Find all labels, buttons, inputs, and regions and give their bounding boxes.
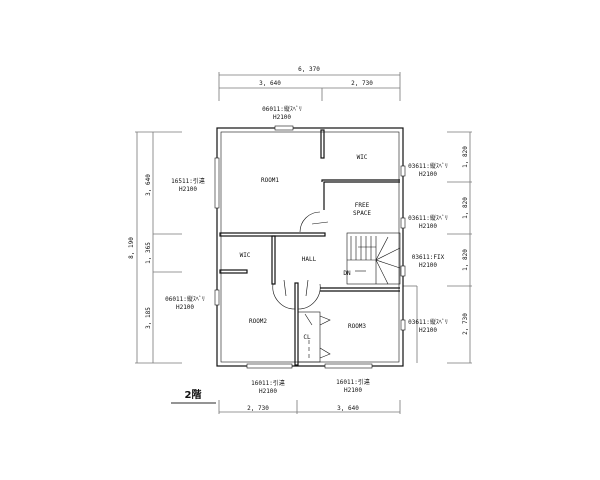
dim-top-total: 6, 370 [298, 66, 320, 73]
window-left-lower-label: 06011:縦ｽﾍﾞﾘ [165, 295, 205, 303]
dim-left-top: 3, 640 [145, 174, 152, 196]
window-right-1-height: H2100 [419, 171, 437, 178]
closet-label: CL [303, 334, 311, 341]
bottom-dimensions: 2, 730 3, 640 [218, 400, 401, 414]
window-bottom-left-height: H2100 [259, 388, 277, 395]
window-bottom-right-label: 16011:引違 [336, 378, 370, 386]
dim-right-2: 1, 820 [462, 197, 469, 219]
dim-bottom-left: 2, 730 [247, 405, 269, 412]
walls [216, 127, 404, 367]
window-right-2-height: H2100 [419, 223, 437, 230]
window-left-upper-label: 16511:引違 [171, 177, 205, 185]
dim-top-right: 2, 730 [351, 80, 373, 87]
dim-left-bottom: 3, 185 [145, 307, 152, 329]
floor-label: 2階 [185, 388, 202, 401]
wic1-label: WIC [357, 154, 368, 161]
left-dimensions: 8, 190 3, 640 1, 365 3, 185 [128, 131, 182, 364]
right-dimensions: 1, 820 1, 820 1, 820 2, 730 [403, 131, 472, 364]
window-bottom-right-height: H2100 [344, 387, 362, 394]
dim-right-3: 1, 820 [462, 249, 469, 271]
room2-label: ROOM2 [249, 318, 267, 325]
window-labels: 06011:縦ｽﾍﾞﾘ H2100 16511:引違 H2100 06011:縦… [165, 105, 448, 395]
window-left-lower-height: H2100 [176, 304, 194, 311]
window-left-upper-height: H2100 [179, 186, 197, 193]
hall-label: HALL [302, 256, 317, 263]
window-top-height: H2100 [273, 114, 291, 121]
stairs [347, 236, 401, 285]
dim-top-left: 3, 640 [259, 80, 281, 87]
window-right-1-label: 03611:縦ｽﾍﾞﾘ [408, 162, 448, 170]
windows [214, 125, 406, 369]
window-bottom-left-label: 16011:引違 [251, 379, 285, 387]
wic2-label: WIC [240, 252, 251, 259]
free-space-label-1: FREE [355, 202, 370, 209]
window-right-4-label: 03611:縦ｽﾍﾞﾘ [408, 318, 448, 326]
dim-left-mid: 1, 365 [145, 242, 152, 264]
top-dimensions: 6, 370 3, 640 2, 730 [218, 66, 401, 101]
free-space-label-2: SPACE [353, 210, 371, 217]
dim-bottom-right: 3, 640 [337, 405, 359, 412]
window-right-3-height: H2100 [419, 262, 437, 269]
room3-label: ROOM3 [348, 323, 366, 330]
doors [272, 211, 331, 363]
window-right-4-height: H2100 [419, 327, 437, 334]
window-right-2-label: 03611:縦ｽﾍﾞﾘ [408, 214, 448, 222]
window-right-3-label: 03611:FIX [412, 254, 445, 261]
dim-right-4: 2, 730 [462, 313, 469, 335]
room-labels: ROOM1 WIC FREE SPACE WIC HALL DN ROOM2 R… [240, 154, 372, 341]
dim-left-total: 8, 190 [128, 237, 135, 259]
window-top-label: 06011:縦ｽﾍﾞﾘ [262, 105, 302, 113]
room1-label: ROOM1 [261, 177, 279, 184]
dim-right-1: 1, 820 [462, 146, 469, 168]
dn-label: DN [343, 270, 351, 277]
